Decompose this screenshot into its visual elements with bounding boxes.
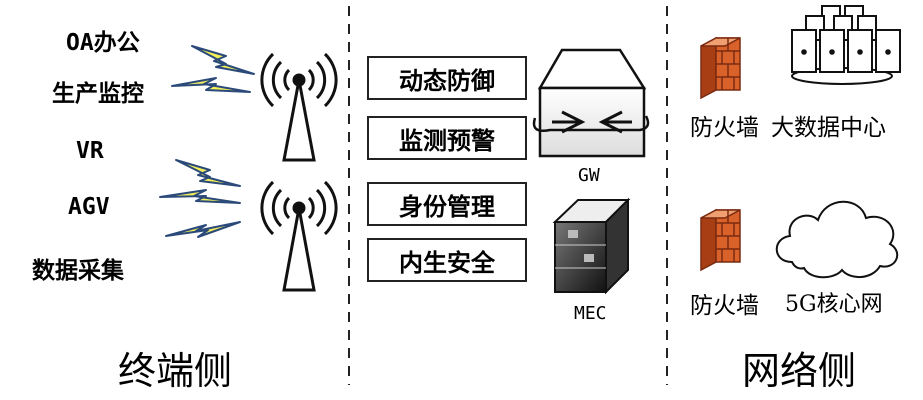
mec-server-icon <box>552 197 631 295</box>
datacenter-servers-icon <box>791 5 901 85</box>
terminal-item: AGV <box>68 194 110 220</box>
network-side-label: 网络侧 <box>742 349 857 393</box>
security-box: 内生安全 <box>367 238 527 282</box>
terminal-item: OA办公 <box>66 30 140 56</box>
datacenter-label: 大数据中心 <box>771 115 886 141</box>
security-box: 监测预警 <box>367 116 527 160</box>
terminal-item: 数据采集 <box>32 257 124 284</box>
core-network-label: 5G核心网 <box>785 292 883 317</box>
terminal-item: 生产监控 <box>52 80 144 107</box>
firewall-icon <box>700 208 741 272</box>
firewall-label: 防火墙 <box>690 293 759 319</box>
antenna-tower-icon <box>260 180 338 292</box>
firewall-icon <box>700 36 741 100</box>
lightning-bolt-icon <box>171 45 255 93</box>
gateway-icon <box>532 48 650 158</box>
terminal-side-label: 终端侧 <box>118 349 233 393</box>
terminal-item: VR <box>76 138 104 164</box>
cloud-icon <box>775 200 899 279</box>
lightning-bolt-icon <box>159 159 241 238</box>
gateway-label: GW <box>578 165 600 186</box>
security-box: 动态防御 <box>367 56 527 100</box>
security-box: 身份管理 <box>367 182 527 226</box>
firewall-label: 防火墙 <box>690 115 759 141</box>
antenna-tower-icon <box>260 52 338 162</box>
mec-label: MEC <box>574 303 607 324</box>
